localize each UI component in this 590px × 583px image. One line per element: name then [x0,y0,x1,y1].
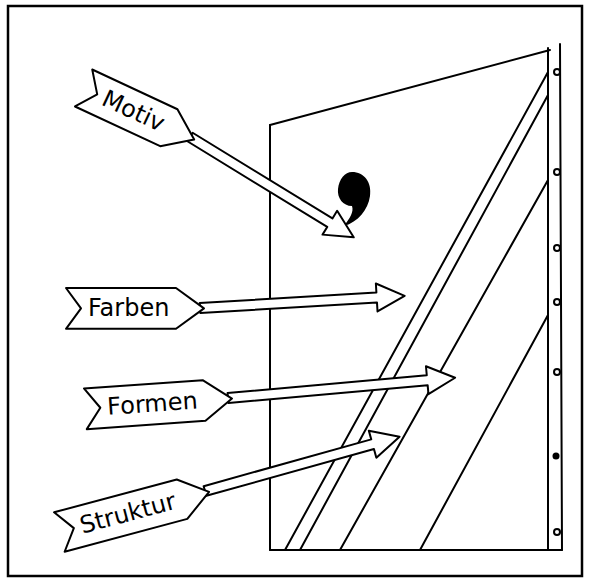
banner-label: Formen [82,376,236,431]
banner-text: Farben [88,294,169,323]
banner-label: Motiv [72,66,205,160]
banner-outline [54,472,214,552]
banner-outline [66,287,204,328]
banner-outline [75,69,203,158]
banner-label: Farben [64,286,206,331]
banner-label: Struktur [52,469,217,553]
banner-outline [84,378,233,429]
banner-text: Formen [106,386,198,421]
